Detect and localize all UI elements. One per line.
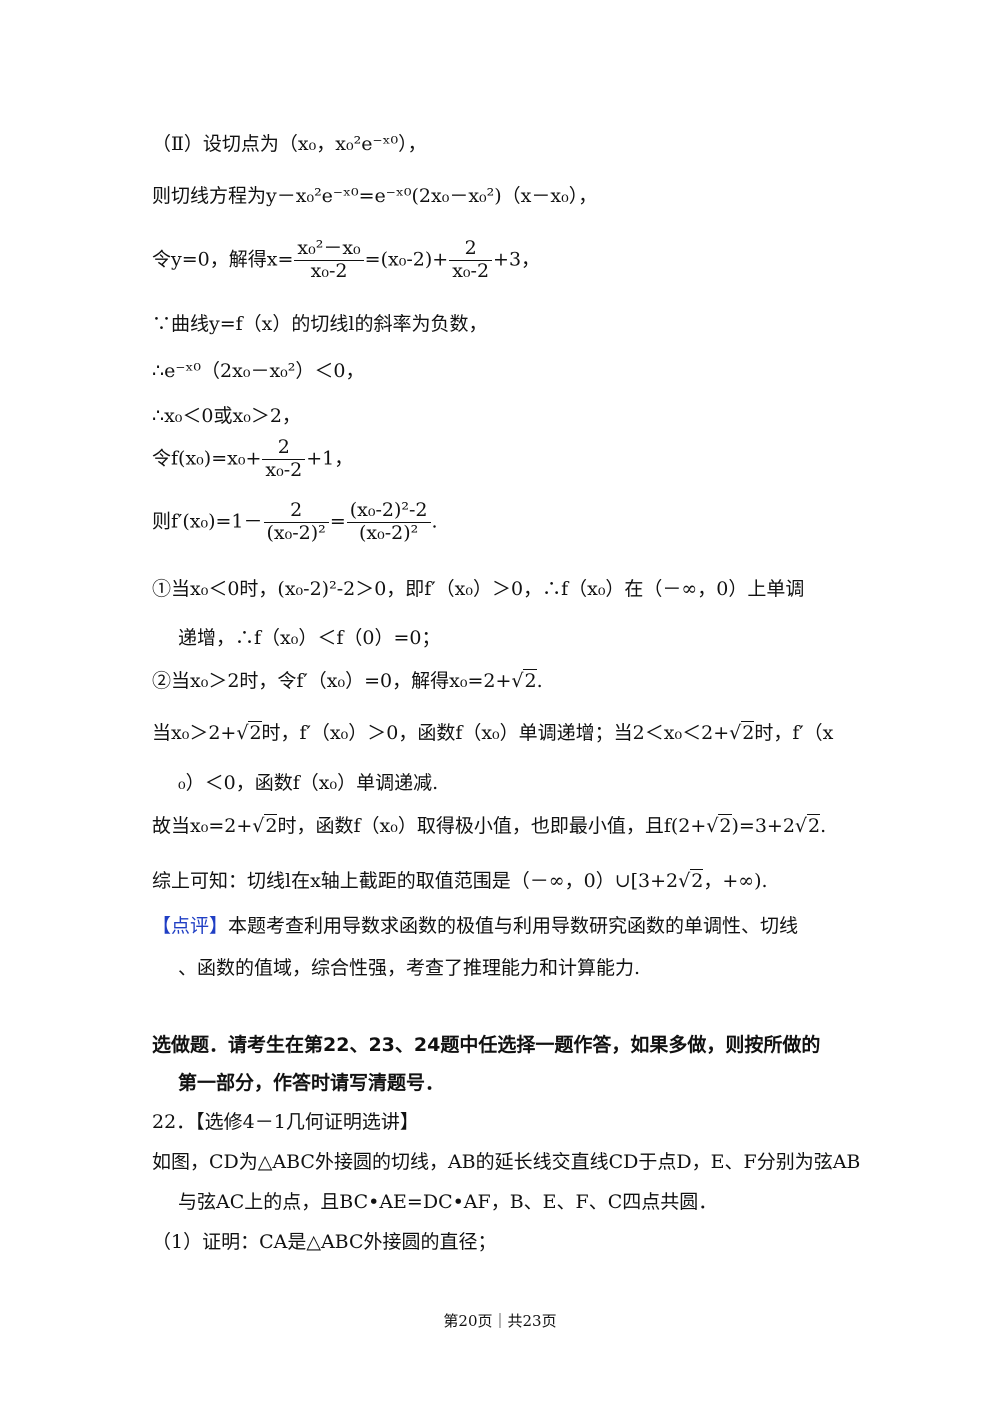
derivative-prefix: 则f′(x₀)=1－ [152,510,263,533]
fraction-numerator: 2 [263,499,329,523]
solution-line-slope-negative: ∵曲线y=f（x）的切线l的斜率为负数， [152,313,488,335]
solution-line-tangent-point: （Ⅱ）设切点为（x₀，x₀²e⁻ˣ⁰）， [152,133,427,155]
comment-line-2: 、函数的值域，综合性强，考查了推理能力和计算能力. [178,957,641,979]
sqrt-radicand: 2 [741,721,755,744]
solution-conclusion: 综上可知：切线l在x轴上截距的取值范围是（－∞，0）∪[3+2√2，+∞). [152,869,768,893]
solution-case-1-continued: 递增，∴f（x₀）＜f（0）=0； [178,627,441,649]
solution-case-2: ②当x₀＞2时，令f′（x₀）=0，解得x₀=2+√2. [152,669,543,693]
section-heading-line-1: 选做题．请考生在第22、23、24题中任选择一题作答，如果多做，则按所做的 [152,1034,821,1056]
conclusion-b: ，+∞). [703,870,768,892]
page-footer: 第20页｜共23页 [443,1312,557,1330]
fraction-denominator: x₀-2 [310,259,348,282]
section-heading-line-2: 第一部分，作答时请写清题号． [178,1072,445,1094]
fraction-numerator: (x₀-2)²-2 [346,499,431,523]
case-2-end: . [536,670,543,692]
fraction-numerator: x₀²－x₀ [294,237,364,261]
question-22-title: 22．【选修4－1几何证明选讲】 [152,1111,419,1133]
intercept-prefix: 令y=0，解得x= [152,248,294,271]
sqrt-radicand: 2 [718,814,732,837]
question-22-text-1: 如图，CD为△ABC外接圆的切线，AB的延长线交直线CD于点D，E、F分别为弦A… [152,1151,861,1173]
sqrt-radicand: 2 [523,669,537,692]
monotonic-b: 时，f′（x₀）＞0，函数f（x₀）单调递增；当2＜x₀＜2+√ [261,722,742,744]
question-22-part-1: （1）证明：CA是△ABC外接圆的直径； [152,1231,497,1253]
derivative-fraction-1: 2(x₀-2)² [263,499,329,545]
monotonic-c: 时，f′（x [754,722,834,744]
conclusion-a: 综上可知：切线l在x轴上截距的取值范围是（－∞，0）∪[3+2√ [152,870,691,892]
solution-monotonic-continued: ₀）＜0，函数f（x₀）单调递减. [178,772,439,794]
comment-text-1: 本题考查利用导数求函数的极值与利用导数研究函数的单调性、切线 [228,915,799,937]
sqrt-radicand: 2 [264,814,278,837]
sqrt-radicand: 2 [690,869,704,892]
solution-case-1: ①当x₀＜0时，(x₀-2)²-2＞0，即f′（x₀）＞0，∴f（x₀）在（－∞… [152,578,805,600]
solution-line-x0-range: ∴x₀＜0或x₀＞2， [152,405,301,427]
define-f-suffix: +1， [306,447,354,470]
comment-line-1: 【点评】本题考查利用导数求函数的极值与利用导数研究函数的单调性、切线 [152,915,798,938]
derivative-equals: = [329,510,346,533]
sqrt-radicand: 2 [248,721,262,744]
solution-line-derivative: 则f′(x₀)=1－2(x₀-2)²=(x₀-2)²-2(x₀-2)². [152,499,438,545]
solution-line-inequality: ∴e⁻ˣ⁰（2x₀－x₀²）＜0， [152,360,365,382]
define-f-prefix: 令f(x₀)=x₀+ [152,447,262,470]
derivative-end: . [431,510,438,533]
intercept-middle: =(x₀-2)+ [364,248,449,271]
minimum-b: 时，函数f（x₀）取得极小值，也即最小值，且f(2+√ [277,815,719,837]
fraction-denominator: (x₀-2)² [358,521,419,544]
intercept-suffix: +3， [493,248,541,271]
fraction-numerator: 2 [262,436,306,460]
fraction-numerator: 2 [449,237,493,261]
fraction-denominator: x₀-2 [265,458,303,481]
solution-minimum: 故当x₀=2+√2时，函数f（x₀）取得极小值，也即最小值，且f(2+√2)=3… [152,814,827,838]
minimum-d: . [820,815,827,837]
solution-line-tangent-equation: 则切线方程为y－x₀²e⁻ˣ⁰=e⁻ˣ⁰(2x₀－x₀²)（x－x₀）， [152,185,598,207]
minimum-a: 故当x₀=2+√ [152,815,265,837]
fraction-denominator: (x₀-2)² [266,521,326,544]
sqrt-radicand: 2 [807,814,821,837]
fraction-denominator: x₀-2 [452,259,490,282]
solution-monotonic: 当x₀＞2+√2时，f′（x₀）＞0，函数f（x₀）单调递增；当2＜x₀＜2+√… [152,721,834,745]
question-22-text-2: 与弦AC上的点，且BC•AE=DC•AF，B、E、F、C四点共圆． [178,1191,718,1213]
minimum-c: )=3+2√ [731,815,808,837]
derivative-fraction-2: (x₀-2)²-2(x₀-2)² [346,499,431,545]
monotonic-a: 当x₀＞2+√ [152,722,249,744]
comment-tag: 【点评】 [152,915,229,937]
case-2-text: ②当x₀＞2时，令f′（x₀）=0，解得x₀=2+√ [152,670,524,692]
